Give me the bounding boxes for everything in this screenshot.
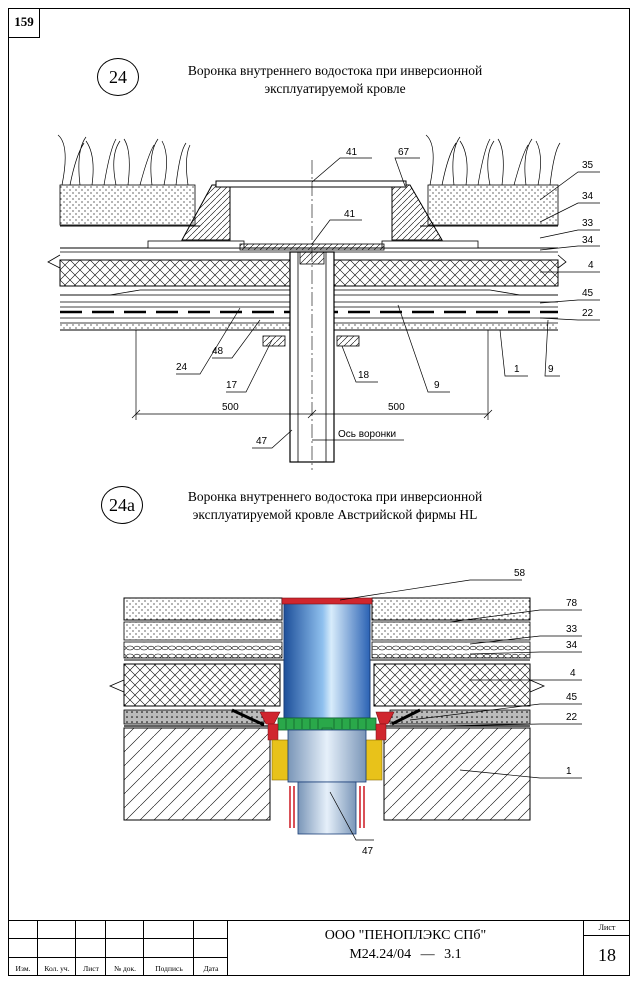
tb-col-sign: Подпись xyxy=(155,964,183,973)
label-1: 1 xyxy=(514,364,520,375)
hl-top-flange xyxy=(281,597,373,605)
tb-doc-sub: 3.1 xyxy=(444,947,462,962)
tb-doc-line: М24.24/04 — 3.1 xyxy=(228,947,583,963)
label-18: 18 xyxy=(358,370,370,381)
insulation-right xyxy=(333,259,559,287)
detail-number-24: 24 xyxy=(97,58,139,96)
label-4: 4 xyxy=(588,260,594,271)
section1-title: Воронка внутреннего водостока при инверс… xyxy=(150,62,520,98)
label-22: 22 xyxy=(582,308,594,319)
label2-78: 78 xyxy=(566,598,578,609)
page-number: 159 xyxy=(8,8,40,38)
tb-col-izm: Изм. xyxy=(15,964,31,973)
grate-top xyxy=(215,180,407,188)
tb-col-kol: Кол. уч. xyxy=(44,964,70,973)
section2-title: Воронка внутреннего водостока при инверс… xyxy=(150,488,520,524)
diagram-24: 500 500 41 67 41 35 34 33 34 4 45 22 24 … xyxy=(47,134,600,470)
dim-right-label: 500 xyxy=(388,402,405,413)
clamp-left xyxy=(262,335,286,347)
label-45: 45 xyxy=(582,288,594,299)
label-24: 24 xyxy=(176,362,188,373)
hl-clamp-right xyxy=(375,711,395,725)
label2-45: 45 xyxy=(566,692,578,703)
clamp-right xyxy=(336,335,360,347)
label-9a: 9 xyxy=(434,380,440,391)
label2-33: 33 xyxy=(566,624,578,635)
tb-doc-code: М24.24/04 xyxy=(349,947,412,962)
title-block: Изм. Кол. уч. Лист № док. Подпись Дата О… xyxy=(8,920,630,976)
base-plate-right xyxy=(381,240,479,249)
tb-sheet-label: Лист xyxy=(584,920,630,936)
section2-title-line2: эксплуатируемой кровле Австрийской фирмы… xyxy=(192,507,478,522)
tb-doc-sep: — xyxy=(420,947,435,962)
label-35: 35 xyxy=(582,160,594,171)
label-67: 67 xyxy=(398,147,410,158)
pipe-label-47: 47 xyxy=(256,436,268,447)
layer-soil-right xyxy=(427,184,559,226)
tb-company: ООО "ПЕНОПЛЭКС СПб" М24.24/04 — 3.1 xyxy=(228,928,583,963)
label-48: 48 xyxy=(212,346,224,357)
dim-left-label: 500 xyxy=(222,402,239,413)
tb-col-list: Лист xyxy=(83,964,99,973)
label-34b: 34 xyxy=(582,235,594,246)
hl-collar-right xyxy=(365,739,383,781)
section1-title-line2: эксплуатируемой кровле xyxy=(264,81,406,96)
drawing-frame xyxy=(8,8,630,976)
detail-number-24-text: 24 xyxy=(109,67,127,87)
label2-47: 47 xyxy=(362,846,374,857)
section2-title-line1: Воронка внутреннего водостока при инверс… xyxy=(187,489,483,504)
tb-company-name: ООО "ПЕНОПЛЭКС СПб" xyxy=(324,928,487,943)
label-34a: 34 xyxy=(582,191,594,202)
diagram-24a: 58 78 33 34 4 45 22 1 47 xyxy=(108,568,582,857)
hl-collar-left xyxy=(271,739,289,781)
layer-soil-left xyxy=(59,184,196,226)
hl-pipe-upper xyxy=(283,599,371,719)
label2-58: 58 xyxy=(514,568,526,579)
detail-number-24a: 24a xyxy=(101,486,143,524)
label2-1: 1 xyxy=(566,766,572,777)
tb-col-doc: № док. xyxy=(113,964,137,973)
grass-right xyxy=(425,134,561,186)
label-41-mid: 41 xyxy=(344,209,356,220)
base-plate-left xyxy=(147,240,245,249)
label-33: 33 xyxy=(582,218,594,229)
grass-left xyxy=(57,134,191,186)
section1-title-line1: Воронка внутреннего водостока при инверс… xyxy=(187,63,483,78)
label2-4: 4 xyxy=(570,668,576,679)
dimension-lines xyxy=(131,330,493,420)
hl-pipe-lower xyxy=(297,781,357,835)
label2-22: 22 xyxy=(566,712,578,723)
label-17: 17 xyxy=(226,380,238,391)
tb-sheet-number: 18 xyxy=(598,945,616,965)
tb-col-date: Дата xyxy=(203,964,219,973)
label-9b: 9 xyxy=(548,364,554,375)
label-41-top: 41 xyxy=(346,147,358,158)
insulation-left xyxy=(59,259,293,287)
label2-34: 34 xyxy=(566,640,578,651)
axis-label: Ось воронки xyxy=(338,429,396,440)
detail-number-24a-text: 24a xyxy=(109,495,135,515)
